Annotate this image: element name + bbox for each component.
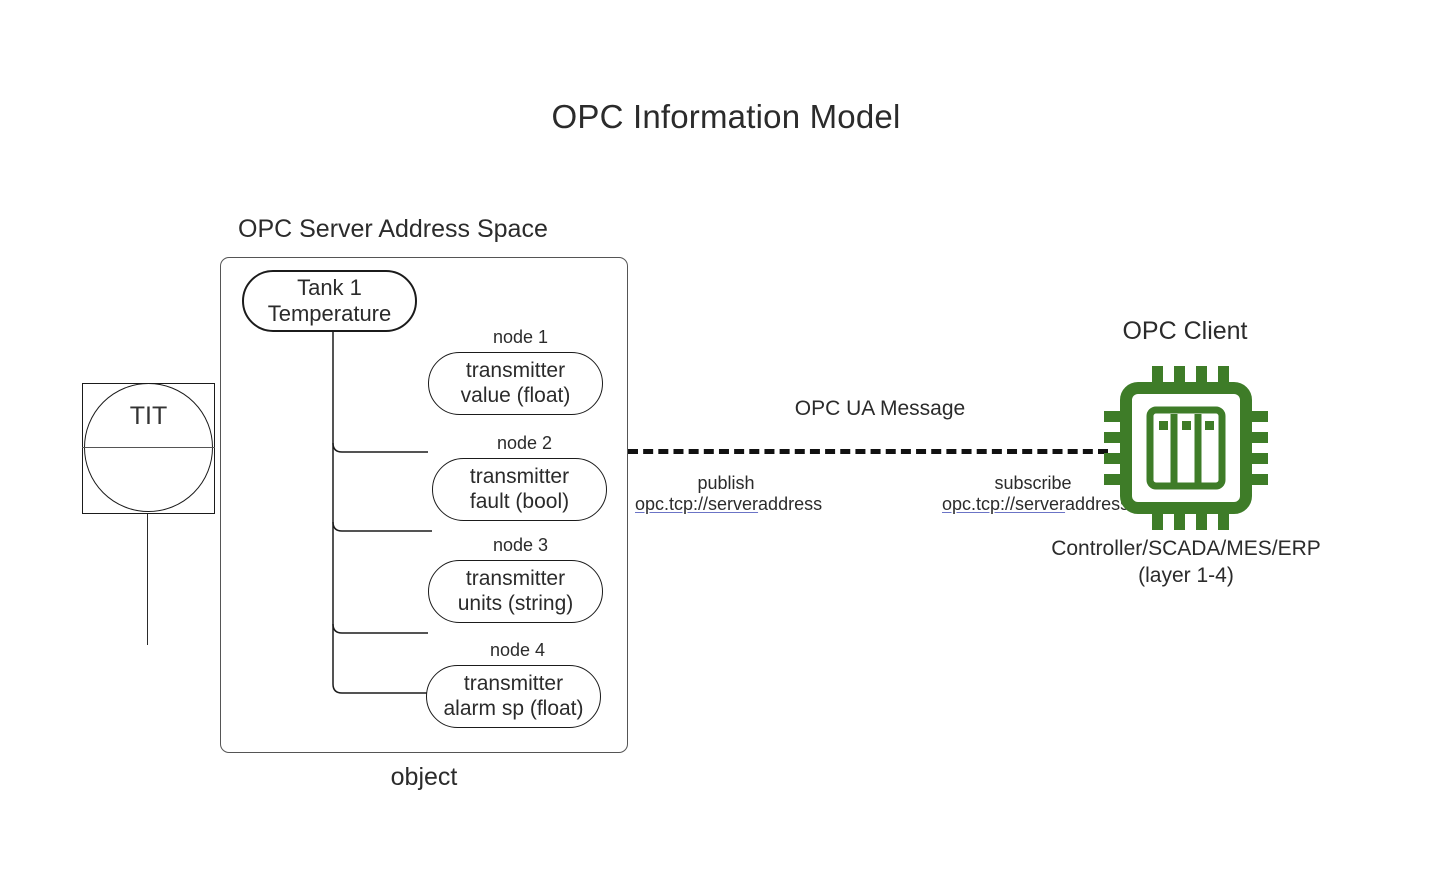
- node-transmitter-units[interactable]: transmitter units (string): [428, 560, 603, 623]
- publish-address-link[interactable]: opc.tcp://server: [635, 494, 759, 515]
- publish-endpoint: publish opc.tcp://serveraddress: [635, 473, 822, 515]
- node-tank1-temperature[interactable]: Tank 1 Temperature: [242, 270, 417, 332]
- subscribe-address: opc.tcp://serveraddress: [942, 494, 1129, 515]
- node-tag-3: node 3: [492, 535, 549, 555]
- subscribe-address-link[interactable]: opc.tcp://server: [942, 494, 1066, 515]
- field-instrument-tit: TIT: [82, 383, 215, 645]
- node-3-line1: transmitter: [465, 567, 566, 591]
- instrument-stem-line: [147, 514, 148, 645]
- instrument-tag-label: TIT: [129, 402, 168, 430]
- client-caption-line2: (layer 1-4): [1138, 563, 1234, 587]
- publish-mode-label: publish: [697, 473, 755, 493]
- root-label-line1: Tank 1: [297, 275, 362, 301]
- node-tag-2: node 2: [496, 433, 553, 453]
- node-transmitter-value[interactable]: transmitter value (float): [428, 352, 603, 415]
- object-label: object: [390, 763, 458, 791]
- opc-server-address-space-box: [220, 257, 628, 753]
- subscribe-mode-label: subscribe: [994, 473, 1072, 493]
- node-1-line2: value (float): [460, 383, 571, 407]
- node-4-line1: transmitter: [463, 672, 564, 696]
- client-section-label: OPC Client: [1122, 317, 1248, 345]
- publish-address-suffix: address: [758, 494, 823, 515]
- node-1-line1: transmitter: [465, 359, 566, 383]
- node-transmitter-alarm-sp[interactable]: transmitter alarm sp (float): [426, 665, 601, 728]
- node-tag-1: node 1: [492, 327, 549, 347]
- client-caption-line1: Controller/SCADA/MES/ERP: [1051, 537, 1321, 560]
- subscribe-endpoint: subscribe opc.tcp://serveraddress: [942, 473, 1129, 515]
- opc-ua-message-dashed-line: [628, 449, 1108, 454]
- node-tag-4: node 4: [489, 640, 546, 660]
- cpu-chip-icon: [1104, 366, 1268, 530]
- node-2-line2: fault (bool): [469, 489, 570, 513]
- server-section-label: OPC Server Address Space: [238, 215, 548, 243]
- opc-ua-message-label: OPC UA Message: [794, 397, 966, 420]
- root-label-line2: Temperature: [267, 301, 392, 326]
- node-2-line1: transmitter: [469, 465, 570, 489]
- publish-address: opc.tcp://serveraddress: [635, 494, 822, 515]
- instrument-divider: [82, 447, 215, 448]
- page-title: OPC Information Model: [551, 98, 901, 135]
- node-transmitter-fault[interactable]: transmitter fault (bool): [432, 458, 607, 521]
- subscribe-address-suffix: address: [1065, 494, 1130, 515]
- node-3-line2: units (string): [457, 591, 574, 615]
- client-caption: Controller/SCADA/MES/ERP (layer 1-4): [1000, 536, 1372, 590]
- node-4-line2: alarm sp (float): [443, 696, 584, 720]
